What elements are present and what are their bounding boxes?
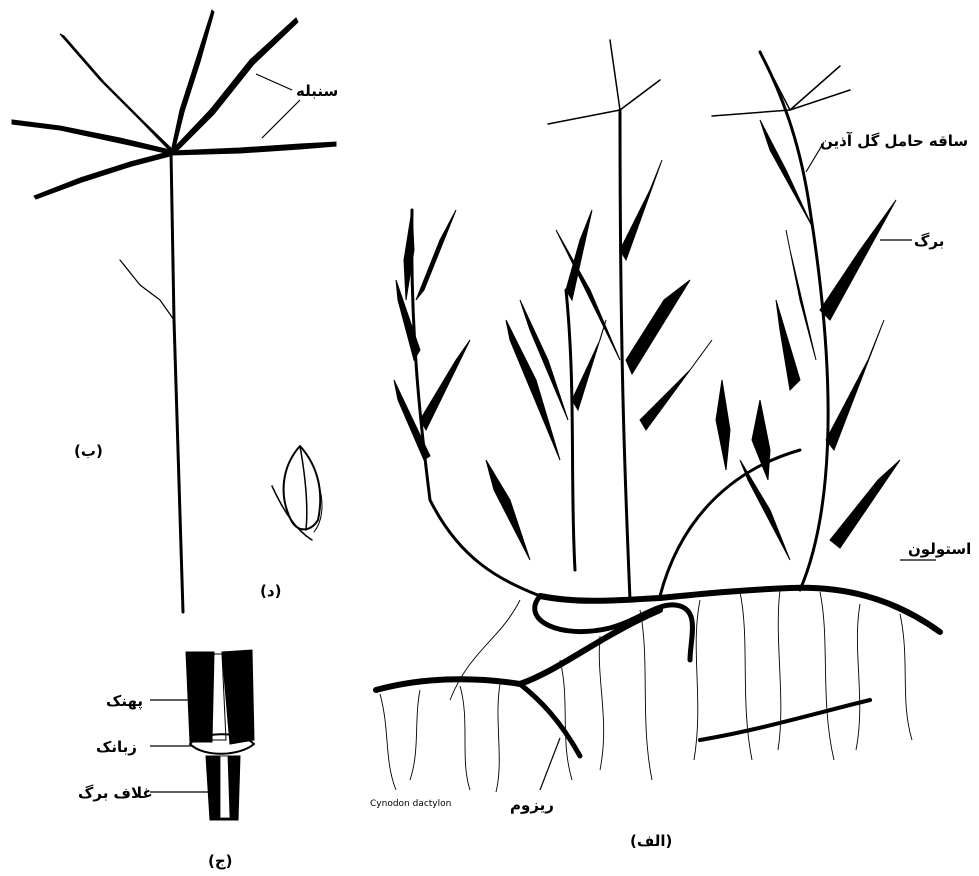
whole-plant-drawing: [376, 40, 940, 792]
flowering-stem-label: ساقه حامل گل آذین: [820, 132, 968, 150]
species-label: Cynodon dactylon: [370, 799, 451, 809]
blade-label: پهنک: [106, 692, 143, 711]
spikelet-detail-drawing: [272, 446, 322, 540]
ligule-label: زبانک: [96, 738, 137, 756]
spikelet-label: سنبله: [296, 82, 338, 100]
rhizome-label: ریزوم: [510, 796, 554, 814]
leaf-sheath-label: غلاف برگ: [78, 784, 153, 802]
leaf-label: برگ: [914, 232, 944, 250]
caption-d: (د): [260, 582, 281, 600]
caption-c: (ج): [208, 852, 233, 870]
caption-a: (الف): [630, 832, 672, 850]
inflorescence-drawing: [12, 10, 336, 612]
caption-b: (ب): [74, 442, 103, 460]
leaf-base-drawing: [150, 650, 254, 820]
stolon-label: استولون: [908, 540, 971, 558]
